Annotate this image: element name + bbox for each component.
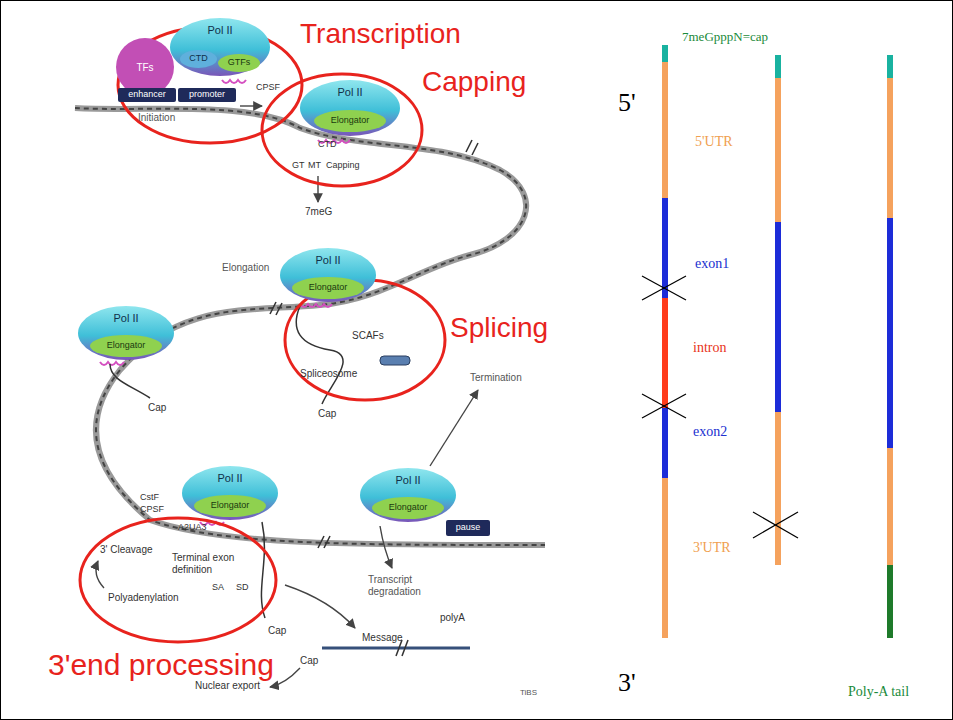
node-label: Pol II bbox=[315, 254, 340, 266]
text-label: 5'UTR bbox=[695, 134, 733, 150]
text-label: intron bbox=[693, 340, 726, 356]
text-label: SD bbox=[236, 582, 249, 592]
elongator-factor: Elongator bbox=[194, 495, 266, 517]
dna-element-box: promoter bbox=[178, 88, 236, 102]
text-label: Transcript degradation bbox=[368, 574, 438, 597]
node-label: Elongator bbox=[309, 283, 348, 293]
node-label: Elongator bbox=[389, 503, 428, 513]
process-arrows bbox=[96, 106, 478, 687]
node-label: Pol II bbox=[395, 474, 420, 486]
text-label: CstF bbox=[140, 492, 159, 502]
text-label: CPSF bbox=[256, 82, 280, 92]
polymerase-complex: Pol II Elongator bbox=[182, 466, 278, 520]
ctd-domain: CTD bbox=[180, 50, 217, 68]
break-marks bbox=[270, 140, 478, 548]
heading-label: 5' bbox=[618, 88, 636, 118]
node-label: Elongator bbox=[211, 501, 250, 511]
text-label: Message bbox=[362, 632, 403, 644]
text-label: SCAFs bbox=[352, 330, 384, 342]
elongator-factor: Elongator bbox=[372, 497, 444, 519]
elongator-factor: Elongator bbox=[292, 277, 364, 299]
node-label: Pol II bbox=[337, 86, 362, 98]
node-label: Elongator bbox=[331, 116, 370, 126]
elongator-factor: Elongator bbox=[90, 335, 162, 357]
node-label: Pol II bbox=[207, 24, 232, 36]
cut-marks bbox=[642, 276, 798, 538]
text-label: Spliceosome bbox=[300, 368, 357, 380]
text-label: MT bbox=[308, 160, 321, 170]
text-label: CTD bbox=[318, 139, 337, 149]
heading-label: Transcription bbox=[300, 18, 461, 50]
polymerase-complex: Pol II Elongator bbox=[280, 248, 376, 302]
text-label: Initiation bbox=[138, 112, 175, 124]
node-label: pause bbox=[456, 523, 481, 533]
text-label: exon2 bbox=[693, 424, 727, 440]
text-label: Cap bbox=[318, 408, 336, 420]
highlight-ellipses bbox=[80, 27, 445, 642]
heading-label: 3'end processing bbox=[48, 648, 274, 683]
text-label: Polyadenylation bbox=[108, 592, 179, 604]
text-label: polyA bbox=[440, 612, 465, 624]
node-label: GTFs bbox=[228, 58, 251, 68]
heading-label: Splicing bbox=[450, 312, 548, 344]
text-label: A2UA3 bbox=[178, 522, 207, 532]
text-label: Nuclear export bbox=[195, 680, 260, 692]
text-label: Terminal exon definition bbox=[172, 552, 247, 575]
polymerase-complex: Pol II Elongator bbox=[300, 80, 400, 136]
ctd-swirls bbox=[100, 80, 350, 525]
text-label: SA bbox=[212, 582, 224, 592]
polymerase-complex: Pol II Elongator bbox=[360, 468, 456, 522]
text-label: Poly-A tail bbox=[848, 684, 909, 700]
text-label: Cap bbox=[268, 625, 286, 637]
text-label: 3' Cleavage bbox=[100, 544, 153, 556]
text-label: TiBS bbox=[520, 688, 537, 697]
node-label: promoter bbox=[189, 90, 225, 100]
dna-element-box: enhancer bbox=[118, 88, 176, 102]
node-label: CTD bbox=[189, 54, 208, 64]
polymerase-complex: Pol II Elongator bbox=[78, 306, 174, 360]
text-label: GT bbox=[292, 160, 305, 170]
node-label: TFs bbox=[136, 62, 153, 73]
node-label: enhancer bbox=[128, 90, 166, 100]
node-label: Elongator bbox=[107, 341, 146, 351]
heading-label: 3' bbox=[618, 668, 636, 698]
dna-element-box: pause bbox=[446, 520, 490, 536]
elongator-factor: Elongator bbox=[314, 110, 386, 132]
elongator-factor: GTFs bbox=[218, 54, 260, 72]
text-label: Elongation bbox=[222, 262, 269, 274]
text-label: Cap bbox=[148, 402, 166, 414]
text-label: 7meG bbox=[305, 206, 332, 218]
node-label: Pol II bbox=[217, 472, 242, 484]
text-label: Capping bbox=[326, 160, 360, 170]
polymerase-complex: Pol II CTD GTFs bbox=[170, 18, 270, 76]
node-label: Pol II bbox=[113, 312, 138, 324]
text-label: CPSF bbox=[140, 504, 164, 514]
text-label: Termination bbox=[470, 372, 522, 384]
heading-label: Capping bbox=[422, 66, 526, 98]
spliceosome-symbol bbox=[380, 356, 410, 365]
mrna-bars bbox=[662, 45, 893, 638]
text-label: 7meGpppN=cap bbox=[682, 30, 768, 45]
text-label: exon1 bbox=[695, 256, 729, 272]
text-label: Cap bbox=[300, 655, 318, 667]
text-label: 3'UTR bbox=[693, 540, 731, 556]
